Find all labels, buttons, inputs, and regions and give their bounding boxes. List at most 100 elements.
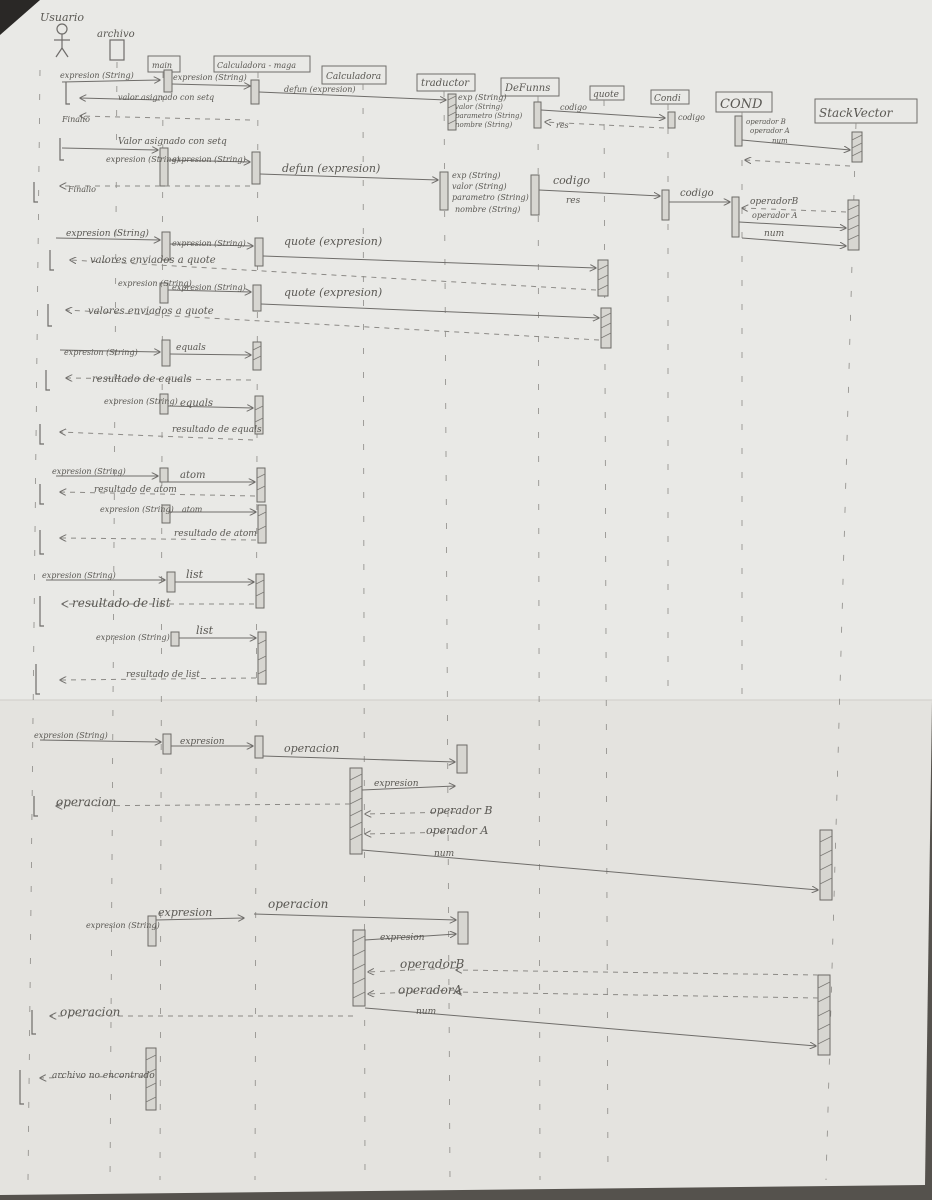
msg-label: num bbox=[434, 849, 454, 859]
msg-label: Finalio bbox=[61, 115, 90, 124]
participant-calculadora-label: Calculadora bbox=[326, 72, 381, 82]
msg-label: operador A bbox=[750, 127, 790, 135]
msg-label: expresion (String) bbox=[173, 73, 247, 82]
msg-label: num bbox=[772, 137, 788, 145]
file-icon bbox=[109, 39, 125, 61]
paper-sheet-top bbox=[0, 0, 932, 700]
msg-label: expresion bbox=[380, 933, 425, 943]
msg-label: expresion (String) bbox=[42, 571, 116, 580]
msg-label: Finalio bbox=[67, 185, 96, 194]
participant-condi-label: Condi bbox=[654, 94, 681, 104]
participant-quote bbox=[589, 85, 625, 101]
msg-label: operacion bbox=[268, 897, 328, 911]
participant-cond bbox=[715, 91, 773, 113]
msg-label: expresion (String) bbox=[86, 921, 160, 930]
msg-label: equals bbox=[176, 343, 206, 353]
msg-label: archivo no encontrado bbox=[52, 1071, 155, 1081]
msg-label: res bbox=[566, 196, 581, 206]
table-corner bbox=[0, 0, 40, 35]
msg-label: resultado de list bbox=[126, 670, 200, 680]
msg-label: operadorA bbox=[398, 983, 463, 997]
participant-stackvector-label: StackVector bbox=[819, 106, 894, 120]
msg-label: expresion (String) bbox=[60, 71, 134, 80]
msg-label: valor (String) bbox=[455, 103, 503, 111]
msg-label: valores enviados a quote bbox=[90, 255, 216, 266]
actor-icon bbox=[54, 23, 70, 58]
participant-defunns-label: DeFunns bbox=[504, 83, 550, 94]
msg-label: quote (expresion) bbox=[284, 286, 382, 299]
msg-label: operacion bbox=[284, 742, 339, 755]
participant-quote-label: quote bbox=[593, 90, 619, 100]
msg-label: operador B bbox=[430, 804, 493, 817]
msg-label: expresion (String) bbox=[172, 283, 246, 292]
msg-label: codigo bbox=[678, 113, 705, 122]
msg-label: resultado de equals bbox=[92, 374, 192, 385]
msg-label: num bbox=[416, 1007, 436, 1017]
msg-label: operador A bbox=[752, 211, 798, 220]
msg-label: defun (expresion) bbox=[284, 85, 355, 94]
msg-label: expresion (String) bbox=[104, 397, 178, 406]
msg-label: parametro (String) bbox=[452, 193, 529, 202]
msg-label: resultado de list bbox=[72, 596, 171, 610]
msg-label: expresion (String) bbox=[64, 348, 138, 357]
msg-label: expresion (String) bbox=[52, 467, 126, 476]
participant-main-label: main bbox=[152, 61, 172, 70]
msg-label: atom bbox=[182, 505, 203, 514]
msg-label: operador B bbox=[746, 118, 786, 126]
msg-label: nombre (String) bbox=[455, 205, 520, 214]
participant-defunns bbox=[500, 77, 560, 97]
msg-label: nombre (String) bbox=[455, 121, 512, 129]
msg-label: resultado de atom bbox=[174, 529, 257, 539]
message-arrows bbox=[39, 80, 850, 1046]
msg-label: expresion (String) bbox=[106, 155, 180, 164]
msg-label: expresion (String) bbox=[66, 228, 149, 239]
msg-label: resultado de atom bbox=[94, 485, 177, 495]
msg-label: expresion bbox=[374, 779, 419, 789]
msg-label: codigo bbox=[680, 188, 714, 199]
msg-label: Valor asignado con setq bbox=[118, 137, 227, 147]
participant-calculadora bbox=[321, 65, 387, 85]
msg-label: exp (String) bbox=[452, 171, 501, 180]
actor-label: Usuario bbox=[40, 11, 84, 24]
msg-label: num bbox=[764, 229, 784, 239]
msg-label: expresion bbox=[158, 906, 212, 919]
msg-label: valor (String) bbox=[452, 182, 507, 191]
msg-label: expresion (String) bbox=[172, 155, 246, 164]
msg-label: expresion (String) bbox=[172, 239, 246, 248]
msg-label: operadorB bbox=[750, 197, 799, 207]
msg-label: operadorB bbox=[400, 957, 465, 971]
msg-label: defun (expresion) bbox=[282, 162, 380, 175]
participant-cond-label: COND bbox=[720, 97, 763, 112]
msg-label: expresion (String) bbox=[100, 505, 174, 514]
msg-label: operacion bbox=[60, 1005, 120, 1019]
msg-label: valor asignado con setq bbox=[118, 93, 214, 102]
msg-label: expresion (String) bbox=[96, 633, 170, 642]
msg-label: exp (String) bbox=[458, 93, 507, 102]
participant-calculadora-maga bbox=[213, 55, 311, 73]
msg-label: operador A bbox=[426, 824, 488, 837]
participant-condi bbox=[650, 89, 690, 105]
msg-label: codigo bbox=[560, 103, 587, 112]
msg-label: expresion (String) bbox=[118, 279, 192, 288]
msg-label: expresion (String) bbox=[34, 731, 108, 740]
msg-label: codigo bbox=[553, 174, 590, 187]
msg-label: resultado de equals bbox=[172, 425, 262, 435]
msg-label: list bbox=[186, 568, 204, 581]
return-markers bbox=[19, 82, 70, 1105]
msg-label: valores enviados a quote bbox=[88, 306, 214, 317]
msg-label: expresion bbox=[180, 737, 225, 747]
paper-sheet-bottom bbox=[0, 700, 932, 1195]
msg-label: res bbox=[556, 121, 569, 130]
msg-label: operacion bbox=[56, 795, 116, 809]
participant-traductor-label: traductor bbox=[421, 78, 470, 89]
msg-label: quote (expresion) bbox=[284, 235, 382, 248]
msg-label: list bbox=[196, 624, 214, 637]
participant-calculadora-maga-label: Calculadora - maga bbox=[217, 61, 296, 70]
msg-label: equals bbox=[180, 398, 213, 409]
return-arrows bbox=[40, 116, 851, 1078]
file-label: archivo bbox=[97, 29, 135, 40]
participant-traductor bbox=[416, 73, 476, 92]
msg-label: parametro (String) bbox=[455, 112, 522, 120]
msg-label: atom bbox=[180, 470, 205, 481]
